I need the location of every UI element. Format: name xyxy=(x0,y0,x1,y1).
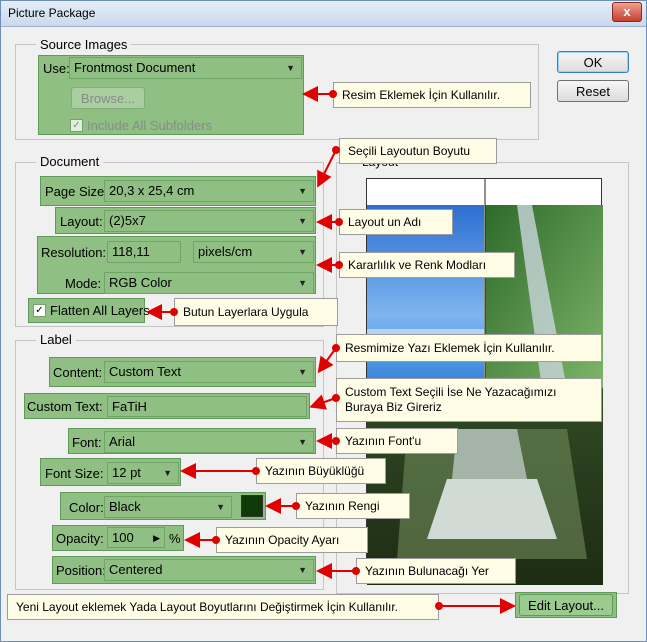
flatten-label: Flatten All Layers xyxy=(50,303,150,318)
page-size-dropdown[interactable]: 20,3 x 25,4 cm ▼ xyxy=(104,180,314,202)
position-value: Centered xyxy=(109,562,163,577)
label-group-label: Label xyxy=(36,332,76,347)
mode-label: Mode: xyxy=(65,276,102,291)
font-size-value: 12 pt xyxy=(112,465,141,480)
callout-position: Yazının Bulunacağı Yer xyxy=(356,558,516,584)
document-group-label: Document xyxy=(36,154,104,169)
title-bar[interactable] xyxy=(1,1,646,27)
chevron-right-icon[interactable]: ▶ xyxy=(153,533,160,543)
use-value: Frontmost Document xyxy=(74,60,196,75)
content-label: Content: xyxy=(53,365,103,380)
callout-page-size: Seçili Layoutun Boyutu xyxy=(339,138,497,164)
resolution-input[interactable]: 118,11 xyxy=(107,241,181,263)
font-value: Arial xyxy=(109,434,136,449)
position-label: Position: xyxy=(56,563,106,578)
color-dropdown[interactable]: Black ▼ xyxy=(104,496,232,518)
mode-dropdown[interactable]: RGB Color ▼ xyxy=(104,272,314,294)
callout-font: Yazının Font'u xyxy=(336,428,458,454)
font-size-label: Font Size: xyxy=(45,466,104,481)
flatten-highlight xyxy=(28,298,145,323)
chevron-down-icon: ▼ xyxy=(216,502,225,512)
ok-button[interactable]: OK xyxy=(557,51,629,73)
position-dropdown[interactable]: Centered ▼ xyxy=(104,559,314,581)
chevron-down-icon: ▼ xyxy=(298,186,307,196)
chevron-down-icon: ▼ xyxy=(298,278,307,288)
layout-value: (2)5x7 xyxy=(109,213,146,228)
include-subfolders-label: Include All Subfolders xyxy=(87,118,213,133)
callout-edit-layout: Yeni Layout eklemek Yada Layout Boyutlar… xyxy=(7,594,439,620)
resolution-label: Resolution: xyxy=(41,245,107,260)
callout-flatten: Butun Layerlara Uygula xyxy=(174,298,338,326)
flatten-checkbox[interactable]: ✓ xyxy=(33,304,46,317)
opacity-input[interactable]: 100 ▶ xyxy=(107,527,165,548)
chevron-down-icon: ▼ xyxy=(298,247,307,257)
use-dropdown[interactable]: Frontmost Document ▼ xyxy=(69,57,302,79)
content-dropdown[interactable]: Custom Text ▼ xyxy=(104,361,314,383)
content-value: Custom Text xyxy=(109,364,182,379)
font-dropdown[interactable]: Arial ▼ xyxy=(104,431,314,453)
font-size-dropdown[interactable]: 12 pt ▼ xyxy=(107,462,179,484)
color-value: Black xyxy=(109,499,141,514)
callout-opacity: Yazının Opacity Ayarı xyxy=(216,527,368,553)
use-label: Use: xyxy=(43,61,70,76)
callout-use: Resim Eklemek İçin Kullanılır. xyxy=(333,82,531,108)
edit-layout-button[interactable]: Edit Layout... xyxy=(519,594,613,616)
callout-content: Resmimize Yazı Eklemek İçin Kullanılır. xyxy=(336,334,602,362)
document-group xyxy=(15,162,324,327)
reset-button[interactable]: Reset xyxy=(557,80,629,102)
chevron-down-icon: ▼ xyxy=(298,565,307,575)
color-label: Color: xyxy=(69,500,104,515)
browse-button[interactable]: Browse... xyxy=(71,87,145,109)
layout-label: Layout: xyxy=(60,214,103,229)
chevron-down-icon: ▼ xyxy=(286,63,295,73)
callout-font-size: Yazının Büyüklüğü xyxy=(256,458,386,484)
callout-custom-text-line1: Custom Text Seçili İse Ne Yazacağımızı xyxy=(345,385,557,399)
window-title: Picture Package xyxy=(8,6,96,20)
chevron-down-icon: ▼ xyxy=(298,437,307,447)
page-size-value: 20,3 x 25,4 cm xyxy=(109,183,195,198)
callout-custom-text: Custom Text Seçili İse Ne Yazacağımızı B… xyxy=(336,378,602,422)
close-button[interactable]: x xyxy=(612,2,642,22)
layout-dropdown[interactable]: (2)5x7 ▼ xyxy=(104,210,314,232)
color-swatch[interactable] xyxy=(241,495,263,517)
source-images-group xyxy=(15,44,539,140)
resolution-unit-dropdown[interactable]: pixels/cm ▼ xyxy=(193,241,314,263)
chevron-down-icon: ▼ xyxy=(298,216,307,226)
include-subfolders-checkbox[interactable]: ✓ xyxy=(70,119,83,132)
custom-text-label: Custom Text: xyxy=(27,399,103,414)
opacity-value: 100 xyxy=(112,530,134,545)
custom-text-input[interactable]: FaTiH xyxy=(107,396,307,417)
chevron-down-icon: ▼ xyxy=(163,468,172,478)
resolution-unit-value: pixels/cm xyxy=(198,244,253,259)
opacity-unit: % xyxy=(169,531,181,546)
callout-color: Yazının Rengi xyxy=(296,493,410,519)
page-size-label: Page Size: xyxy=(45,184,108,199)
callout-custom-text-line2: Buraya Biz Gireriz xyxy=(345,400,442,414)
source-images-group-label: Source Images xyxy=(36,37,132,52)
font-label: Font: xyxy=(72,435,102,450)
callout-layout: Layout un Adı xyxy=(339,209,453,235)
mode-value: RGB Color xyxy=(109,275,172,290)
chevron-down-icon: ▼ xyxy=(298,367,307,377)
callout-resolution: Kararlılık ve Renk Modları xyxy=(339,252,515,278)
opacity-label: Opacity: xyxy=(56,531,104,546)
